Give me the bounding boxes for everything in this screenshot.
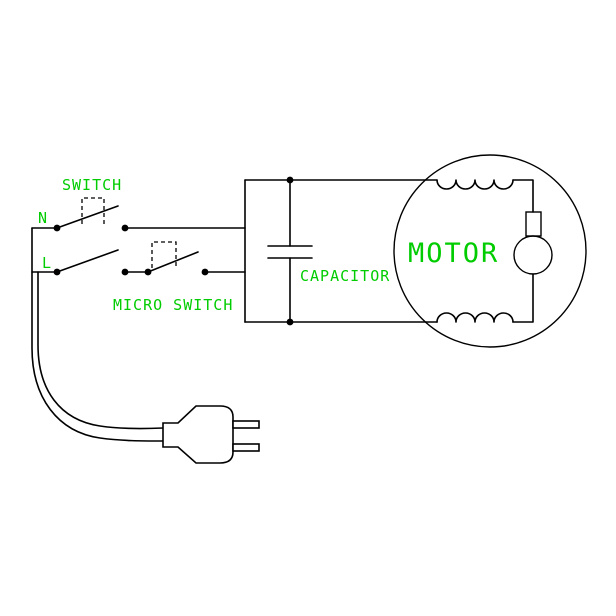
motor-bottom-winding bbox=[436, 312, 514, 323]
power-cable bbox=[31, 227, 164, 442]
plug-pin-top bbox=[232, 420, 260, 429]
wire-n bbox=[31, 205, 246, 229]
switch-label: SWITCH bbox=[62, 176, 122, 194]
wire-l bbox=[31, 249, 246, 273]
plug-pin-bottom bbox=[232, 443, 260, 452]
motor-symbol bbox=[393, 154, 587, 348]
main-switch-blade-n bbox=[56, 205, 119, 229]
plug-body bbox=[162, 405, 234, 464]
micro-switch-blade bbox=[147, 251, 199, 273]
motor-label: MOTOR bbox=[408, 238, 499, 269]
wiring bbox=[31, 154, 587, 464]
micro-switch-label: MICRO SWITCH bbox=[113, 296, 233, 314]
terminal-l-label: L bbox=[42, 254, 52, 272]
micro-switch-actuator bbox=[151, 241, 177, 268]
motor-top-winding bbox=[436, 179, 514, 190]
junction-dots bbox=[53, 176, 294, 326]
motor-rotor-circle bbox=[513, 235, 553, 275]
capacitor-symbol bbox=[267, 179, 313, 323]
main-switch-linkage bbox=[81, 197, 105, 224]
capacitor-label: CAPACITOR bbox=[300, 267, 390, 285]
motor-body-circle bbox=[393, 154, 587, 348]
power-plug bbox=[162, 405, 260, 464]
motor-terminal-block bbox=[525, 211, 542, 237]
terminal-n-label: N bbox=[38, 209, 48, 227]
bus-and-rails bbox=[244, 179, 438, 323]
main-switch-blade-l bbox=[56, 249, 119, 273]
